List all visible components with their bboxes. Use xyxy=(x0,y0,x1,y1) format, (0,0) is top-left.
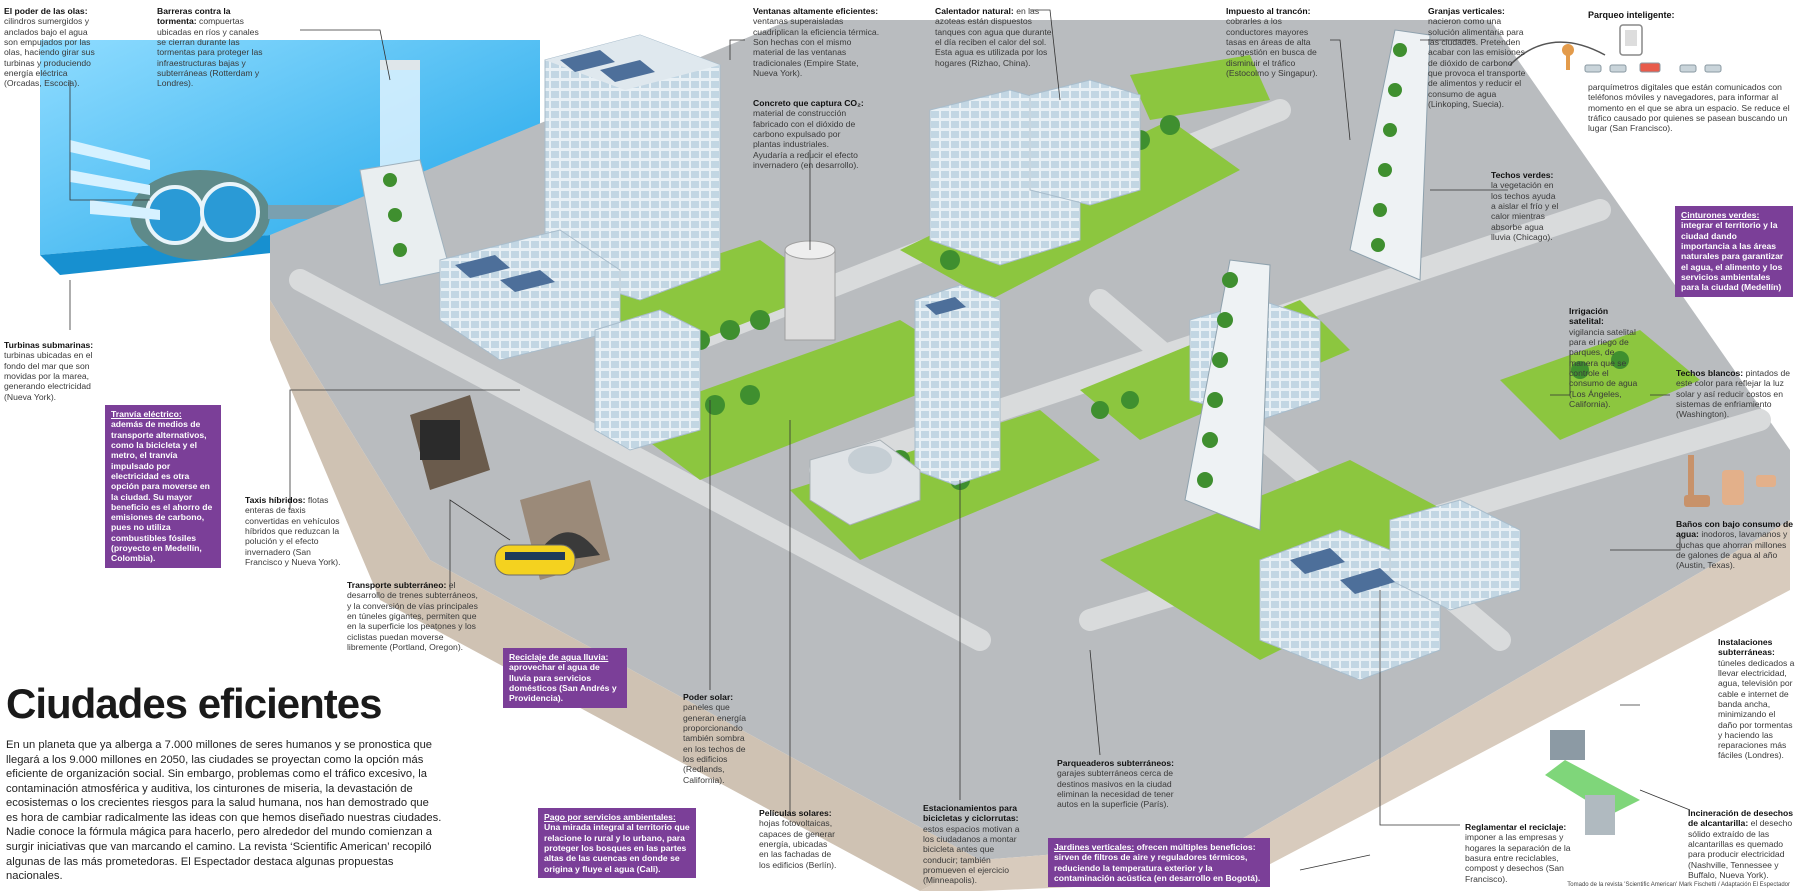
box-cinturones-title: Cinturones verdes: xyxy=(1681,210,1760,220)
label-techos-verdes-title: Techos verdes: xyxy=(1491,170,1554,180)
label-instalaciones: Instalaciones subterráneas: túneles dedi… xyxy=(1718,637,1796,761)
box-lluvia-text: aprovechar el agua de lluvia para servic… xyxy=(509,662,617,704)
label-poder-solar-title: Poder solar: xyxy=(683,692,734,702)
label-techos-verdes-text: la vegetación en los techos ayuda a aisl… xyxy=(1491,180,1559,242)
label-turbinas: Turbinas submarinas: turbinas ubicadas e… xyxy=(4,340,96,402)
label-olas: El poder de las olas: cilindros sumergid… xyxy=(4,6,96,89)
cars-icon xyxy=(1584,62,1722,73)
label-taxis-text: flotas enteras de taxis convertidas en v… xyxy=(245,495,341,567)
box-pago: Pago por servicios ambientales: Una mira… xyxy=(538,808,696,878)
label-ventanas-title: Ventanas altamente eficientes: xyxy=(753,6,879,16)
label-impuesto-text: cobrarles a los conductores mayores tasa… xyxy=(1226,16,1318,78)
label-subterraneo: Transporte subterráneo: el desarrollo de… xyxy=(347,580,479,652)
label-parqueo-desc: parquímetros digitales que están comunic… xyxy=(1588,82,1790,134)
label-irrigacion-title: Irrigación satelital: xyxy=(1569,306,1609,327)
box-jardines: Jardines verticales: ofrecen múltiples b… xyxy=(1048,838,1270,888)
label-peliculas-text: hojas fotovoltaicas, capaces de generar … xyxy=(759,818,837,870)
label-estacionamientos-text: estos espacios motivan a los ciudadanos … xyxy=(923,823,1020,886)
label-barreras-title: Barreras contra la tormenta: xyxy=(157,6,231,27)
label-concreto-title: Concreto que captura CO₂: xyxy=(753,98,864,108)
label-subterraneo-title: Transporte subterráneo: xyxy=(347,580,447,590)
label-calentador-text: en las azoteas están dispuestos tanques … xyxy=(935,6,1052,68)
label-granjas-text: nacieron como una solución alimentaria p… xyxy=(1428,16,1526,109)
wave-arrows-icon xyxy=(70,140,160,220)
label-turbinas-title: Turbinas submarinas: xyxy=(4,340,94,350)
label-ventanas: Ventanas altamente eficientes: ventanas … xyxy=(753,6,881,78)
box-tranvia-title: Tranvía eléctrico: xyxy=(111,409,182,419)
label-estacionamientos-title: Estacionamientos para bicicletas y ciclo… xyxy=(923,803,1019,824)
sewer-pipe-icon xyxy=(1545,730,1640,835)
label-impuesto: Impuesto al trancón: cobrarles a los con… xyxy=(1226,6,1322,78)
label-parqueo-title: Parqueo inteligente: xyxy=(1588,10,1675,20)
label-concreto: Concreto que captura CO₂: material de co… xyxy=(753,98,865,170)
label-peliculas-title: Películas solares: xyxy=(759,808,832,818)
box-pago-title: Pago por servicios ambientales: xyxy=(544,812,676,822)
label-olas-title: El poder de las olas: xyxy=(4,6,88,16)
label-granjas: Granjas verticales: nacieron como una so… xyxy=(1428,6,1526,109)
box-pago-text: Una mirada integral al territorio que re… xyxy=(544,822,690,874)
label-taxis-title: Taxis híbridos: xyxy=(245,495,306,505)
credit-line: Tomado de la revista 'Scientific America… xyxy=(1567,882,1790,888)
page-title: Ciudades eficientes xyxy=(6,680,382,727)
label-subterraneo-text: el desarrollo de trenes subterráneos, y … xyxy=(347,580,478,652)
box-tranvia-text: además de medios de transporte alternati… xyxy=(111,419,213,564)
label-reciclaje: Reglamentar el reciclaje: imponer a las … xyxy=(1465,822,1581,884)
label-techos-blancos-title: Techos blancos: xyxy=(1676,368,1744,378)
label-banos-title: Baños con bajo consumo de agua: xyxy=(1676,519,1793,540)
label-taxis: Taxis híbridos: flotas enteras de taxis … xyxy=(245,495,345,567)
label-ventanas-text: ventanas superaisladas cuadriplican la e… xyxy=(753,16,880,78)
label-instalaciones-text: túneles dedicados a llevar electricidad,… xyxy=(1718,657,1795,761)
intro-paragraph: En un planeta que ya alberga a 7.000 mil… xyxy=(6,739,442,883)
train-icon xyxy=(494,544,576,576)
label-parqueaderos-title: Parqueaderos subterráneos: xyxy=(1057,758,1175,768)
label-banos: Baños con bajo consumo de agua: inodoros… xyxy=(1676,519,1794,571)
label-granjas-title: Granjas verticales: xyxy=(1428,6,1505,16)
label-incineracion: Incineración de desechos de alcantarilla… xyxy=(1688,808,1796,880)
label-irrigacion-text: vigilancia satelital para el riego de pa… xyxy=(1569,326,1638,409)
label-barreras: Barreras contra la tormenta: compuertas … xyxy=(157,6,269,89)
smart-parking-icon xyxy=(1509,24,1643,70)
label-peliculas: Películas solares: hojas fotovoltaicas, … xyxy=(759,808,837,870)
buildings xyxy=(359,34,1521,681)
label-estacionamientos: Estacionamientos para bicicletas y ciclo… xyxy=(923,803,1023,886)
box-cinturones: Cinturones verdes: integrar el territori… xyxy=(1675,206,1793,297)
label-instalaciones-title: Instalaciones subterráneas: xyxy=(1718,637,1775,658)
label-parqueaderos-text: garajes subterráneos cerca de destinos m… xyxy=(1057,768,1174,810)
label-incineracion-text: el desecho sólido extraído de las alcant… xyxy=(1688,818,1793,880)
label-parqueaderos: Parqueaderos subterráneos: garajes subte… xyxy=(1057,758,1187,810)
label-irrigacion: Irrigación satelital: vigilancia satelit… xyxy=(1569,306,1641,409)
label-banos-text: inodoros, lavamanos y duchas que ahorran… xyxy=(1676,529,1788,571)
label-reciclaje-title: Reglamentar el reciclaje: xyxy=(1465,822,1567,832)
solar-panels xyxy=(455,50,1395,594)
box-jardines-text: ofrecen múltiples beneficios: sirven de … xyxy=(1054,842,1261,883)
box-jardines-title: Jardines verticales: xyxy=(1054,842,1135,852)
leader-lines xyxy=(69,9,1691,871)
bathroom-fixtures-icon xyxy=(1684,455,1776,507)
label-calentador: Calentador natural: en las azoteas están… xyxy=(935,6,1053,68)
box-tranvia: Tranvía eléctrico: además de medios de t… xyxy=(105,405,221,568)
label-parqueo-text: parquímetros digitales que están comunic… xyxy=(1588,82,1793,134)
label-olas-text: cilindros sumergidos y anclados bajo el … xyxy=(4,16,95,89)
label-techos-verdes: Techos verdes: la vegetación en los tech… xyxy=(1491,170,1559,242)
label-poder-solar: Poder solar: paneles que generan energía… xyxy=(683,692,749,785)
label-reciclaje-text: imponer a las empresas y hogares la sepa… xyxy=(1465,832,1571,884)
label-turbinas-text: turbinas ubicadas en el fondo del mar qu… xyxy=(4,350,93,402)
label-poder-solar-text: paneles que generan energía proporcionan… xyxy=(683,702,747,785)
label-barreras-text: compuertas ubicadas en ríos y canales se… xyxy=(157,16,263,89)
box-lluvia-title: Reciclaje de agua lluvia: xyxy=(509,652,609,662)
box-cinturones-text: integrar el territorio y la ciudad dando… xyxy=(1681,220,1784,293)
vertical-farm-towers xyxy=(383,29,1431,531)
label-impuesto-title: Impuesto al trancón: xyxy=(1226,6,1311,16)
box-lluvia: Reciclaje de agua lluvia: aprovechar el … xyxy=(503,648,627,708)
label-concreto-text: material de construcción fabricado con e… xyxy=(753,108,859,170)
label-calentador-title: Calentador natural: xyxy=(935,6,1014,16)
label-techos-blancos: Techos blancos: pintados de este color p… xyxy=(1676,368,1792,420)
label-incineracion-title: Incineración de desechos de alcantarilla… xyxy=(1688,808,1794,829)
label-techos-blancos-text: pintados de este color para reflejar la … xyxy=(1676,368,1790,420)
